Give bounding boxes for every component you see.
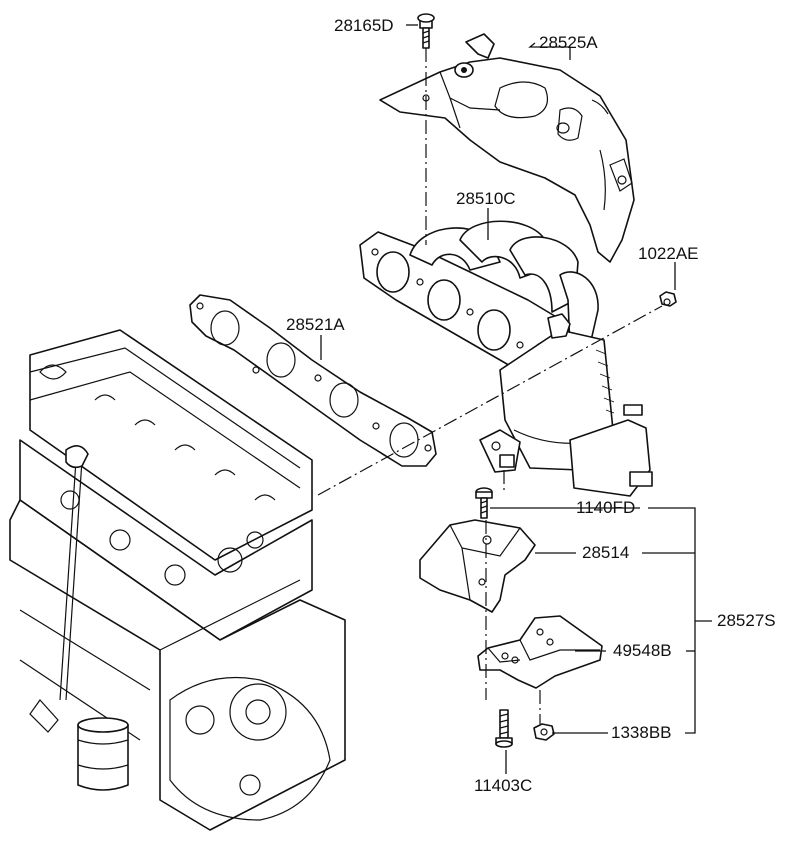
alignment-lines <box>317 48 663 724</box>
nut-1022AE <box>659 291 677 307</box>
engine-block <box>9 329 346 831</box>
bolt-11403C <box>495 709 513 748</box>
nut-1338BB <box>533 723 555 741</box>
bracket-28514 <box>419 519 536 613</box>
label-28514[interactable]: 28514 <box>582 543 630 562</box>
label-49548B[interactable]: 49548B <box>613 641 672 660</box>
bolt-28165D <box>417 13 435 49</box>
leader-lines <box>320 24 712 774</box>
label-1338BB[interactable]: 1338BB <box>611 723 672 742</box>
label-11403C[interactable]: 11403C <box>474 776 533 795</box>
label-28521A[interactable]: 28521A <box>286 315 345 334</box>
bracket-49548B <box>477 615 603 689</box>
bolt-1140FD <box>475 487 493 519</box>
heat-shield-28525A <box>379 33 635 263</box>
label-28527S[interactable]: 28527S <box>717 611 776 630</box>
label-1022AE[interactable]: 1022AE <box>638 244 699 263</box>
exhaust-manifold-28510C <box>359 220 653 497</box>
label-28525A[interactable]: 28525A <box>539 33 598 52</box>
label-28165D[interactable]: 28165D <box>334 16 394 35</box>
label-28510C[interactable]: 28510C <box>456 189 516 208</box>
label-1140FD[interactable]: 1140FD <box>576 498 636 517</box>
